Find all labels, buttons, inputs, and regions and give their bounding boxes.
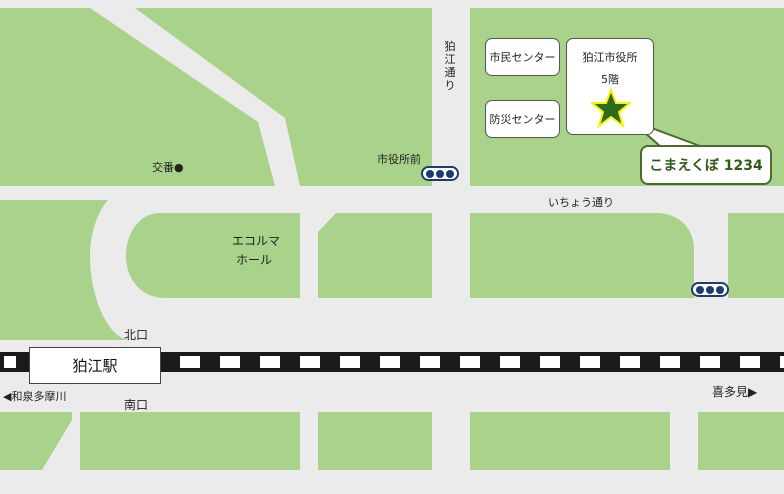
kitaguchi-label: 北口 <box>124 328 149 342</box>
star-icon <box>591 88 631 128</box>
rail-tie <box>220 356 240 368</box>
bosai-center-label: 防災センター <box>489 113 556 126</box>
ecoruma-label-2: ホール <box>236 253 273 267</box>
grass-right-middle <box>470 213 694 298</box>
traffic-signal-icon <box>691 282 729 297</box>
rail-tie <box>380 356 400 368</box>
komae-dori-label: 狛江通り <box>444 40 456 92</box>
callout-text: こまえくぼ 1234 <box>649 158 763 174</box>
rail-tie <box>4 356 16 368</box>
grass-bottom-1 <box>80 412 300 470</box>
rail-tie <box>780 356 784 368</box>
grass-middle <box>318 213 432 298</box>
rail-tie <box>700 356 720 368</box>
station-box: 狛江駅 <box>29 347 161 384</box>
traffic-signal-icon <box>421 166 459 181</box>
rail-tie <box>740 356 760 368</box>
grass-bottom-left <box>0 412 72 470</box>
kitami-label: 喜多見▶ <box>712 385 758 399</box>
grass-bottom-2 <box>318 412 432 470</box>
grass-top-left <box>0 8 275 186</box>
bosai-center-box: 防災センター <box>485 100 560 138</box>
rail-tie <box>300 356 320 368</box>
grass-bottom-4 <box>698 412 784 470</box>
city-hall-floor: 5階 <box>601 73 619 86</box>
izumi-tamagawa-label: ◀和泉多摩川 <box>3 390 67 403</box>
rail-tie <box>540 356 560 368</box>
rail-tie <box>580 356 600 368</box>
minamiguchi-label: 南口 <box>124 398 149 412</box>
station-name: 狛江駅 <box>72 357 118 375</box>
grass-far-right <box>728 213 784 298</box>
shimin-center-label: 市民センター <box>489 51 556 64</box>
ecoruma-label-1: エコルマ <box>232 234 281 248</box>
rail-tie <box>420 356 440 368</box>
icho-dori-label: いちょう通り <box>548 196 614 209</box>
grass-left-middle <box>0 200 130 340</box>
rail-tie <box>620 356 640 368</box>
grass-bottom-3 <box>470 412 670 470</box>
rail-ties <box>4 356 784 368</box>
callout-box: こまえくぼ 1234 <box>640 145 772 185</box>
rail-tie <box>340 356 360 368</box>
rail-tie <box>500 356 520 368</box>
city-hall-name: 狛江市役所 <box>582 51 638 64</box>
rail-tie <box>260 356 280 368</box>
koban-label: 交番● <box>152 161 184 174</box>
grass-top-center <box>135 8 432 186</box>
rail-tie <box>180 356 200 368</box>
rail-tie <box>460 356 480 368</box>
shimin-center-box: 市民センター <box>485 38 560 76</box>
rail-tie <box>660 356 680 368</box>
shiyakushomae-label: 市役所前 <box>377 153 421 166</box>
grass-ecoruma <box>126 213 300 298</box>
